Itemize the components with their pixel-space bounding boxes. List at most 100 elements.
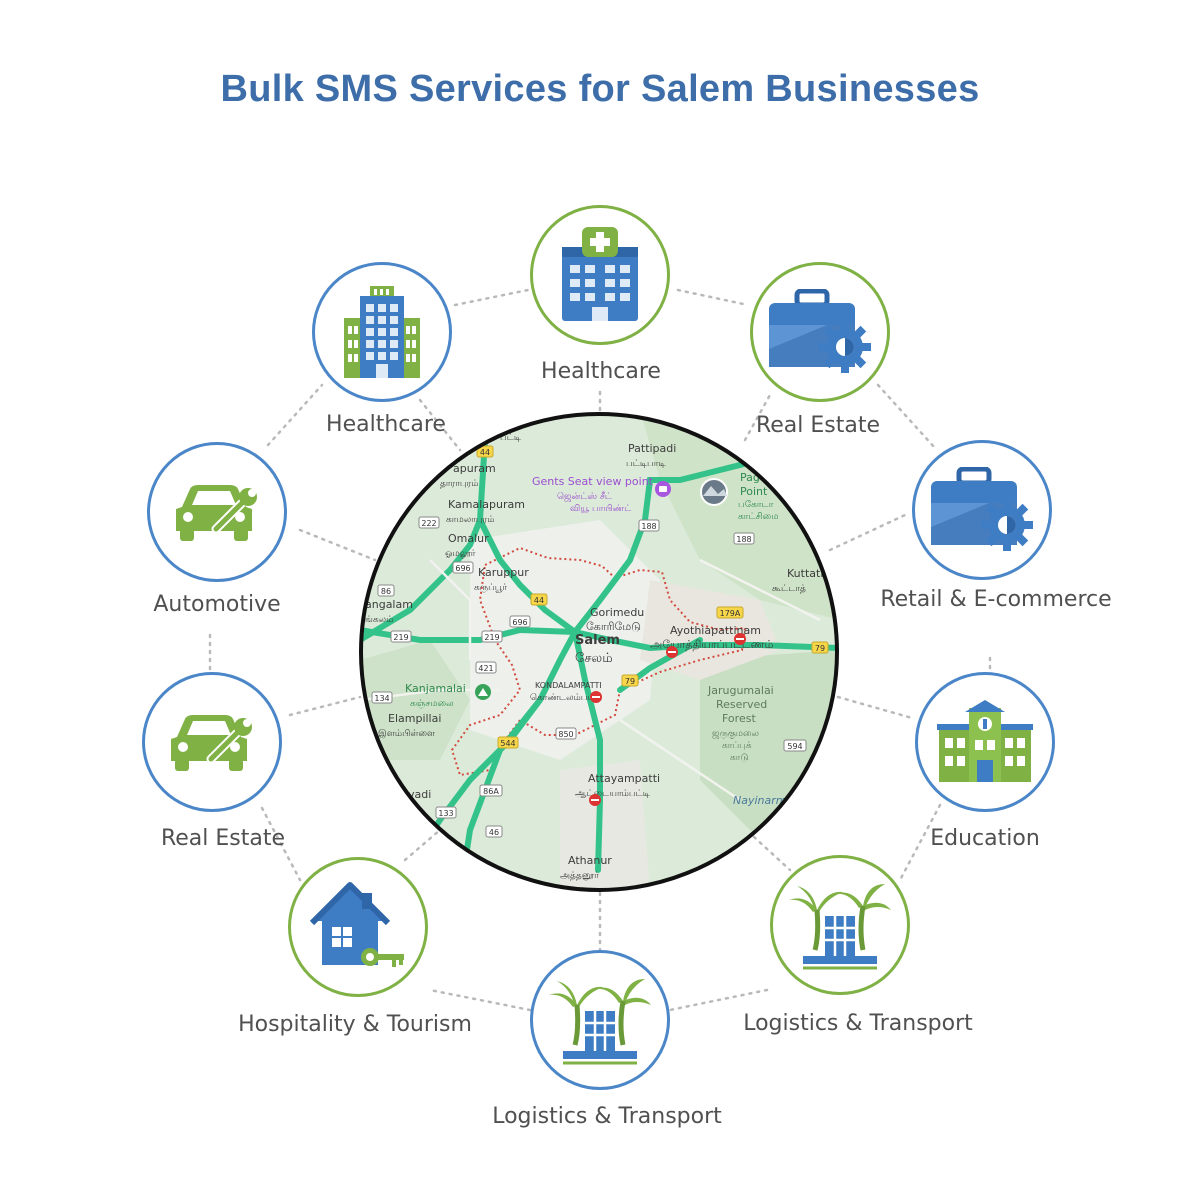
education-node[interactable] [915, 672, 1055, 812]
map-label: Kanjamalai [405, 682, 466, 695]
real-estate-node[interactable] [750, 262, 890, 402]
map-label: Nayinarm [733, 794, 787, 807]
map-label: Kuttath [787, 567, 827, 580]
node-label-retail-ecommerce: Retail & E-commerce [880, 587, 1112, 612]
palm-trees-building-icon [549, 979, 651, 1065]
map-label: apuram [453, 462, 496, 475]
road-shield: 86A [479, 784, 503, 797]
briefcase-gear-icon [931, 467, 1033, 551]
node-label-real-estate: Real Estate [755, 413, 881, 438]
svg-text:594: 594 [787, 742, 802, 751]
svg-text:133: 133 [438, 809, 453, 818]
svg-text:188: 188 [736, 535, 751, 544]
svg-text:222: 222 [421, 519, 436, 528]
svg-text:696: 696 [512, 618, 527, 627]
map-label: Fo [778, 808, 791, 821]
svg-text:421: 421 [478, 664, 493, 673]
car-wrench-icon [171, 715, 252, 771]
salem-map[interactable]: Salem சேலம் Gorimedu கோரிமேடு Ayothiapat… [359, 410, 840, 895]
node-label-logistics-transport: Logistics & Transport [743, 1011, 973, 1036]
svg-text:696: 696 [455, 564, 470, 573]
map-label: கருப்பூர் [474, 583, 507, 593]
map-label: Reserved [716, 698, 767, 711]
map-label: இளம்பிள்ளை [378, 729, 436, 739]
svg-text:44: 44 [480, 448, 490, 457]
node-label-healthcare: Healthcare [326, 412, 446, 437]
map-label: Jarugumalai [707, 684, 774, 697]
map-label: கொண்டலம்பட்டி [530, 693, 603, 703]
map-label: ங்கலம் [365, 615, 393, 625]
road-shield: 219 [481, 630, 503, 643]
svg-text:544: 544 [500, 739, 515, 748]
office-building-icon [344, 286, 420, 378]
road-shield: 696 [452, 561, 474, 574]
logistics-transport-node[interactable] [770, 855, 910, 995]
road-shield: 219 [390, 630, 412, 643]
map-label: ஜென்ட்ஸ் சீட் [557, 492, 613, 502]
node-label-logistics-transport: Logistics & Transport [492, 1104, 722, 1129]
map-label: Elampillai [388, 712, 441, 725]
map-label: கோரிமேடு [586, 620, 641, 633]
healthcare-node[interactable] [312, 262, 452, 402]
node-label-education: Education [930, 826, 1040, 851]
road-shield: 222 [418, 516, 440, 529]
svg-text:79: 79 [625, 677, 635, 686]
map-label: கஞ்சமலை [410, 699, 454, 709]
road-shield: 188 [733, 532, 755, 545]
road-shield: 86 [377, 584, 395, 597]
map-label: காமலாபுரம் [446, 515, 494, 525]
palm-trees-building-icon [789, 884, 891, 970]
road-shield: 44 [476, 445, 494, 458]
map-label: Athanur [568, 854, 612, 867]
healthcare-node[interactable] [530, 205, 670, 345]
retail-ecommerce-node[interactable] [912, 440, 1052, 580]
map-label: வியூ பாயிண்ட் [570, 504, 632, 514]
map-label: காப்புக் [722, 741, 752, 751]
map-label: தாராபுரம் [440, 479, 479, 489]
node-label-real-estate: Real Estate [160, 826, 286, 851]
map-label: vadi [408, 788, 431, 801]
automotive-node[interactable] [147, 442, 287, 582]
map-label: பட்டிபாடி [626, 459, 666, 469]
hospital-icon [562, 227, 638, 321]
map-label: காடு [730, 753, 749, 763]
map-label: கூட்டாத் [772, 584, 806, 594]
road-shield: 696 [509, 615, 531, 628]
road-shield: 79 [811, 641, 829, 654]
svg-text:46: 46 [489, 828, 499, 837]
briefcase-gear-icon [769, 289, 871, 373]
map-label: Pattipadi [628, 442, 676, 455]
road-shield: 134 [371, 691, 393, 704]
mountain-marker [475, 684, 491, 700]
svg-text:86: 86 [381, 587, 391, 596]
road-closure-icon [589, 633, 746, 806]
road-shield: 179A [716, 606, 744, 619]
map-label: angalam [365, 598, 413, 611]
road-shield: 46 [485, 825, 503, 838]
road-shield: 421 [475, 661, 497, 674]
dotted-connector-ring [208, 288, 992, 1012]
map-label: சேலம் [575, 651, 613, 666]
logistics-transport-node[interactable] [530, 950, 670, 1090]
map-label: ஓமலூர் [445, 549, 476, 559]
map-label: ஆட்டையாம்பட்டி [575, 789, 651, 799]
map-label: Gorimedu [590, 606, 644, 619]
road-shield: 188 [638, 519, 660, 532]
map-label: Point [740, 485, 768, 498]
map-label: Ayothiapattinam [670, 624, 761, 637]
node-label-hospitality-tourism: Hospitality & Tourism [238, 1012, 472, 1037]
hospitality-tourism-node[interactable] [288, 857, 428, 997]
map-label: Gents Seat view point [532, 475, 654, 488]
map-label: Forest [722, 712, 756, 725]
map-label: Kamalapuram [448, 498, 525, 511]
real-estate-node[interactable] [142, 672, 282, 812]
map-label: காட்சிமை [738, 512, 778, 522]
svg-text:188: 188 [641, 522, 656, 531]
map-label: பட்டி [500, 433, 522, 443]
map-label: அத்தனூர் [560, 871, 599, 881]
svg-text:86A: 86A [483, 787, 499, 796]
map-label: Salem [575, 633, 620, 648]
road-shield: 850 [555, 727, 577, 740]
svg-text:44: 44 [534, 596, 544, 605]
